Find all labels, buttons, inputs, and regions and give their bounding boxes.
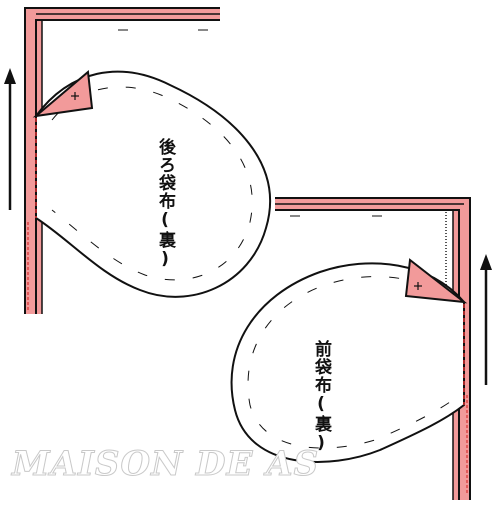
front-pocket-label: 前袋布(裏) [311, 340, 331, 454]
arrow-up-icon [4, 68, 16, 210]
back-pocket-fold-corner [32, 70, 94, 118]
back-pocket-bag [32, 70, 272, 298]
plus-mark-icon [414, 282, 422, 290]
front-pocket-fold-corner [404, 258, 468, 304]
front-pocket-bag [230, 258, 468, 463]
plus-mark-icon [71, 92, 79, 100]
watermark: MAISON DE AS [11, 444, 320, 485]
back-pocket-label: 後ろ袋布(裏) [155, 138, 175, 270]
arrow-up-icon [480, 254, 492, 385]
